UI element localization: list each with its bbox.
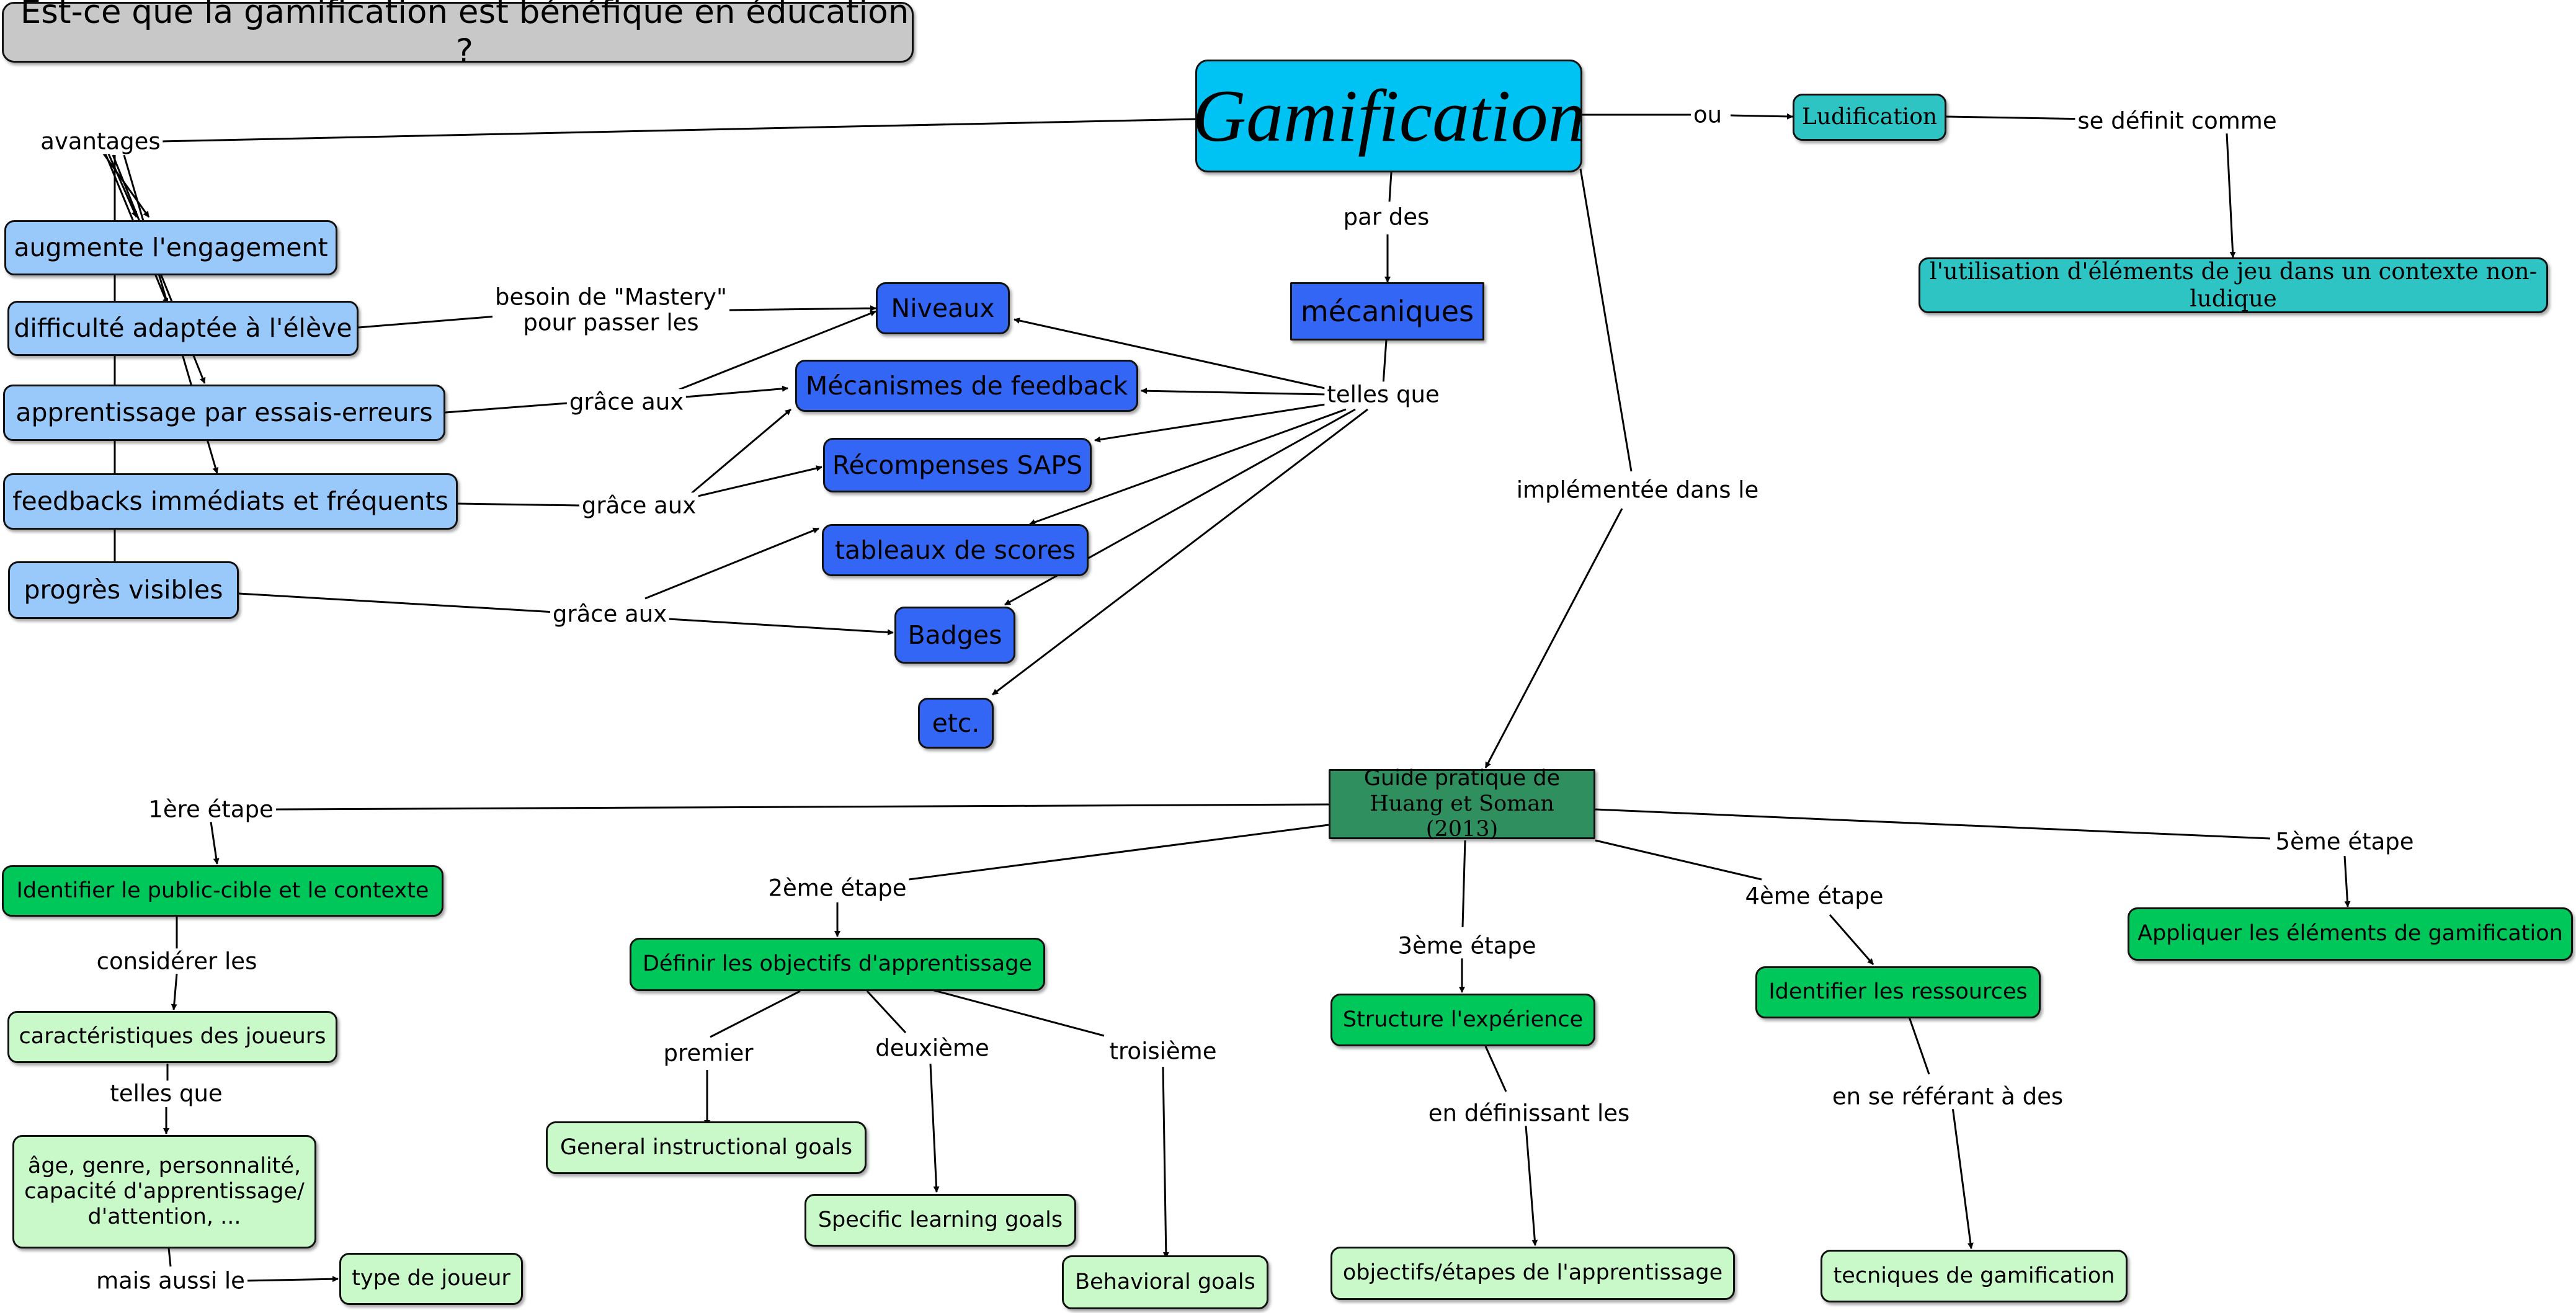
advantage-difficulte: difficulté adaptée à l'élève bbox=[7, 301, 359, 356]
age-genre-node: âge, genre, personnalité, capacité d'app… bbox=[12, 1135, 316, 1248]
label-etape1: 1ère étape bbox=[146, 796, 276, 822]
type-joueur-node: type de joueur bbox=[339, 1253, 523, 1305]
guide-line-2: Huang et Soman (2013) bbox=[1370, 791, 1554, 842]
label-implementee: implémentée dans le bbox=[1513, 477, 1762, 503]
step4-node: Identifier les ressources bbox=[1755, 966, 2041, 1018]
label-considerer: considérer les bbox=[94, 948, 260, 974]
advantage-feedbacks: feedbacks immédiats et fréquents bbox=[3, 473, 458, 530]
advantage-engagement: augmente l'engagement bbox=[4, 220, 337, 275]
advantage-progres: progrès visibles bbox=[8, 561, 239, 619]
label-telles-que-2: telles que bbox=[107, 1080, 225, 1106]
specific-goals-node: Specific learning goals bbox=[804, 1194, 1076, 1247]
mecaniques-node: mécaniques bbox=[1290, 282, 1484, 340]
label-se-definit: se définit comme bbox=[2075, 108, 2280, 134]
age-line-2: capacité d'apprentissage/ bbox=[24, 1178, 305, 1204]
label-en-definissant: en définissant les bbox=[1425, 1100, 1633, 1126]
label-troisieme: troisième bbox=[1107, 1038, 1219, 1064]
label-avantages: avantages bbox=[38, 128, 163, 154]
page-title: Est-ce que la gamification est bénéfique… bbox=[2, 0, 914, 70]
label-grace-aux-1: grâce aux bbox=[566, 389, 687, 415]
label-mastery: besoin de "Mastery" pour passer les bbox=[492, 283, 729, 336]
ludification-node: Ludification bbox=[1793, 94, 1946, 141]
behavioral-goals-node: Behavioral goals bbox=[1062, 1255, 1268, 1309]
mechanic-recompenses: Récompenses SAPS bbox=[823, 438, 1092, 492]
age-line-3: d'attention, ... bbox=[87, 1204, 241, 1230]
ludification-definition-node: l'utilisation d'éléments de jeu dans un … bbox=[1919, 257, 2548, 313]
label-en-se-referant: en se référant à des bbox=[1829, 1084, 2066, 1110]
caracteristiques-node: caractéristiques des joueurs bbox=[7, 1011, 337, 1063]
label-grace-aux-3: grâce aux bbox=[550, 601, 670, 627]
mechanic-feedback: Mécanismes de feedback bbox=[795, 360, 1138, 412]
mechanic-niveaux: Niveaux bbox=[876, 282, 1010, 334]
mechanic-badges: Badges bbox=[894, 607, 1015, 664]
label-mastery-line2: pour passer les bbox=[523, 309, 699, 336]
advantage-essais-erreurs: apprentissage par essais-erreurs bbox=[3, 385, 445, 441]
step5-node: Appliquer les éléments de gamification bbox=[2128, 907, 2573, 961]
objectifs-etapes-node: objectifs/étapes de l'apprentissage bbox=[1330, 1247, 1735, 1300]
label-etape2: 2ème étape bbox=[765, 875, 909, 901]
step1-node: Identifier le public-cible et le context… bbox=[2, 865, 443, 917]
label-telles-que: telles que bbox=[1324, 381, 1442, 407]
label-deuxieme: deuxième bbox=[873, 1035, 992, 1061]
techniques-node: tecniques de gamification bbox=[1821, 1250, 2128, 1302]
label-etape3: 3ème étape bbox=[1395, 933, 1539, 959]
mechanic-etc: etc. bbox=[918, 698, 994, 749]
label-etape4: 4ème étape bbox=[1742, 883, 1886, 909]
label-premier: premier bbox=[661, 1040, 756, 1066]
step2-node: Définir les objectifs d'apprentissage bbox=[630, 938, 1045, 991]
general-goals-node: General instructional goals bbox=[546, 1121, 867, 1174]
label-grace-aux-2: grâce aux bbox=[579, 492, 699, 519]
guide-node: Guide pratique de Huang et Soman (2013) bbox=[1329, 765, 1595, 842]
step3-node: Structure l'expérience bbox=[1330, 994, 1595, 1046]
age-line-1: âge, genre, personnalité, bbox=[27, 1153, 301, 1178]
guide-line-1: Guide pratique de bbox=[1363, 765, 1561, 791]
label-etape5: 5ème étape bbox=[2273, 829, 2417, 855]
mechanic-tableaux: tableaux de scores bbox=[822, 524, 1089, 576]
label-par-des: par des bbox=[1340, 204, 1432, 230]
label-ou: ou bbox=[1690, 102, 1725, 128]
label-mastery-line1: besoin de "Mastery" bbox=[495, 283, 727, 311]
gamification-node: Gamification bbox=[1192, 60, 1585, 172]
label-mais-aussi: mais aussi le bbox=[94, 1268, 247, 1294]
